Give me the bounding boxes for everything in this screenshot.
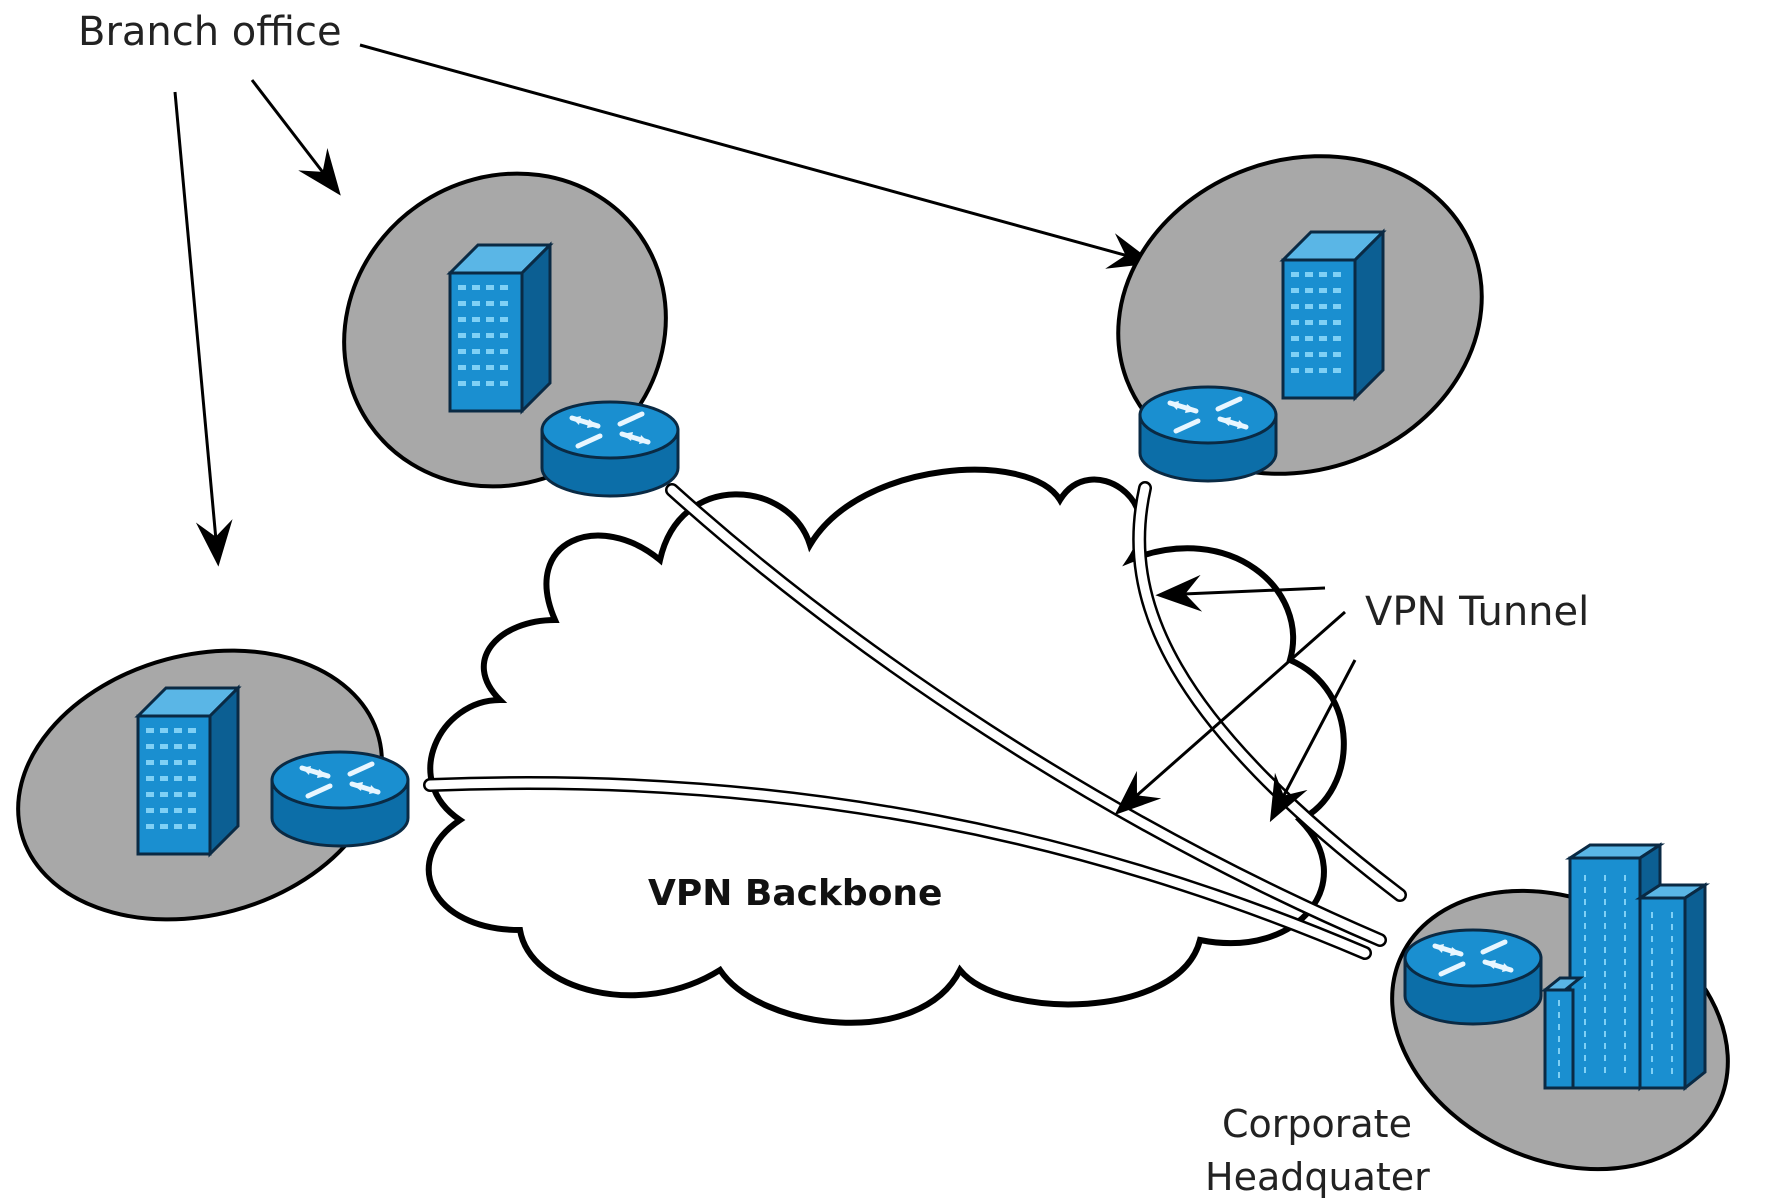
vpn-backbone-label: VPN Backbone bbox=[648, 873, 942, 914]
building-icon bbox=[136, 686, 240, 856]
router-icon bbox=[1140, 387, 1276, 481]
arrow-to-branch-office-2 bbox=[359, 43, 1155, 269]
skyscraper-icon bbox=[1540, 842, 1711, 1092]
arrow-to-branch-office-3 bbox=[173, 91, 233, 567]
arrow-to-tunnel-branch-1 bbox=[1114, 610, 1346, 816]
vpn-tunnel-branch-3 bbox=[423, 775, 1372, 960]
arrow-to-branch-office-1 bbox=[250, 79, 341, 196]
corporate-hq-label-line2: Headquater bbox=[1205, 1155, 1430, 1199]
vpn-tunnel-branch-1 bbox=[665, 483, 1387, 947]
arrow-to-tunnel-branch-2 bbox=[1155, 574, 1326, 612]
router-icon bbox=[1405, 930, 1541, 1024]
building-icon bbox=[448, 243, 552, 413]
branch-office-label: Branch office bbox=[78, 9, 342, 55]
router-icon bbox=[272, 752, 408, 846]
arrow-to-tunnel-branch-3 bbox=[1269, 659, 1357, 823]
vpn-tunnel-branch-2 bbox=[1132, 481, 1407, 902]
vpn-tunnel-label: VPN Tunnel bbox=[1365, 589, 1589, 635]
corporate-hq-label-line1: Corporate bbox=[1222, 1102, 1412, 1146]
router-icon bbox=[542, 402, 678, 496]
building-icon bbox=[1281, 230, 1385, 400]
vpn-backbone-cloud bbox=[425, 466, 1347, 1026]
